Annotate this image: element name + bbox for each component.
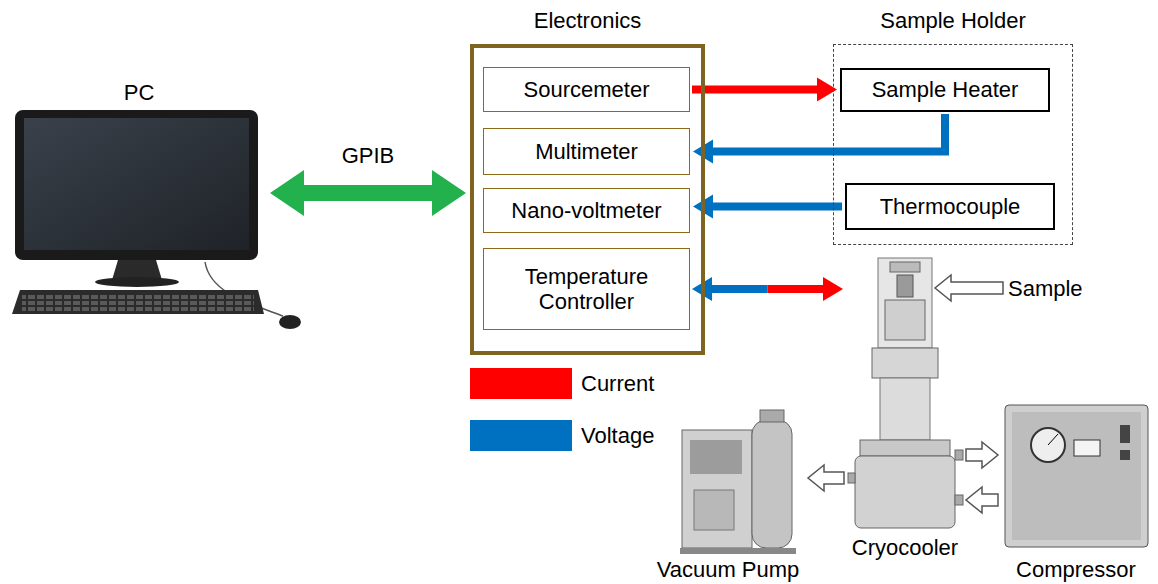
cryocooler-node: Cryocooler [846,256,964,560]
vacuum-pump-node: Vacuum Pump [650,405,806,582]
legend-label: Voltage [581,423,654,448]
computer-illustration [12,110,301,329]
part-label: Sample [1008,276,1083,301]
node-label: Sample Holder [833,8,1073,33]
legend-row: Voltage [470,420,654,451]
node-label: Nano-voltmeter [511,198,661,223]
connector [693,114,945,164]
connector-line [712,114,945,152]
node-label: PC [124,80,155,105]
connector [693,195,842,219]
node-label: Sample Heater [872,77,1019,102]
sample-holder-group: Sample HolderSample HeaterThermocouple [833,8,1073,245]
block-arrow [808,465,844,491]
node-label: Thermocouple [880,194,1021,219]
instrument-box: Temperature Controller [483,248,690,330]
connector [692,78,837,102]
heater-box: Sample Heater [840,68,1050,112]
thermocouple-box: Thermocouple [845,183,1055,230]
connector [270,170,466,216]
block-arrow [270,170,466,216]
instrument-box: Sourcemeter [483,67,690,112]
legend-swatch [470,368,572,399]
instrument-box: Nano-voltmeter [483,188,690,233]
block-arrow [966,442,998,468]
node-label: Temperature Controller [488,264,685,315]
node-label: Cryocooler [852,535,958,560]
connector-line [712,203,842,211]
vacuum-pump-illustration [680,410,796,554]
instrument-box: Multimeter [483,128,690,175]
legend-label: Current [581,371,654,396]
electronics-panel: ElectronicsSourcemeterMultimeterNano-vol… [470,8,705,355]
connector-line [692,86,818,94]
node-label: Multimeter [535,139,638,164]
legend-row: Current [470,368,654,399]
connector-line [711,285,768,293]
cryocooler-illustration [848,258,963,528]
connector [966,442,998,468]
edge-label: GPIB [339,143,398,168]
compressor-node: Compressor [1000,400,1152,582]
computer-node: PC [10,80,268,325]
node-label: Compressor [1016,557,1136,582]
label-holder: Sample [1008,276,1083,301]
sample-leader-arrow [935,275,1003,301]
node-label: Electronics [470,8,705,33]
arrow-head [823,277,843,301]
connector-line [768,285,825,293]
arrow-head [817,78,837,102]
node-label: Vacuum Pump [657,557,800,582]
block-arrow [966,487,998,513]
compressor-illustration [1005,405,1148,547]
edge-label-holder: GPIB [339,143,398,168]
connector [966,487,998,513]
legend-swatch [470,420,572,451]
connector [808,465,844,491]
node-label: Sourcemeter [524,77,650,102]
connector [692,277,843,301]
